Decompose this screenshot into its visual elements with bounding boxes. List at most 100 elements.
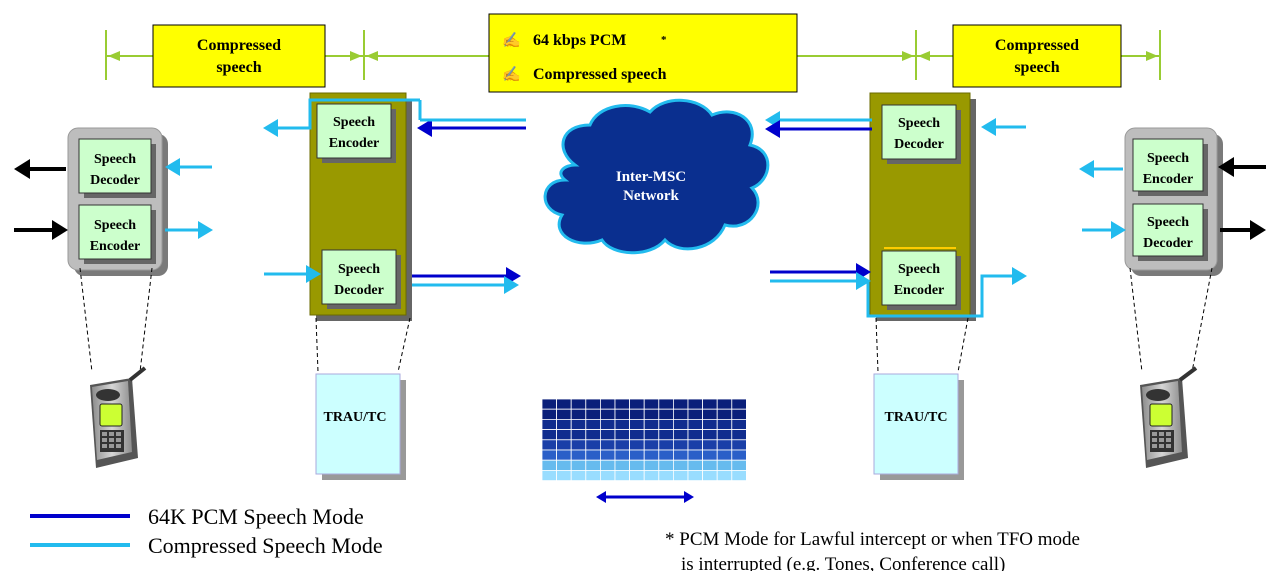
grid-cell <box>629 469 645 481</box>
left-trau-tc: TRAU/TC <box>315 373 406 480</box>
grid-cell <box>716 398 733 410</box>
grid-cell <box>658 449 674 461</box>
left-msc-compressed-out-arrow <box>263 98 420 137</box>
grid-cell <box>716 439 733 451</box>
grid-cell <box>614 398 631 410</box>
center-line1: 64 kbps PCM <box>533 32 626 49</box>
left-handset-codec: Speech Decoder Speech Encoder <box>67 127 168 276</box>
grid-cell <box>658 439 674 451</box>
right-trau-dashed-1 <box>875 317 879 373</box>
grid-cell <box>702 398 718 410</box>
center-line1-star: * <box>661 34 667 46</box>
grid-cell <box>716 418 733 430</box>
grid-cell <box>731 469 747 481</box>
grid-cell <box>673 408 689 420</box>
grid-cell <box>731 418 747 430</box>
left-trau-dashed-1 <box>315 317 319 373</box>
grid-cell <box>673 418 689 430</box>
grid-cell <box>658 429 674 441</box>
legend-pcm-label: 64K PCM Speech Mode <box>148 504 364 529</box>
grid-cell <box>556 469 572 481</box>
left-mobile-phone-icon <box>90 366 147 468</box>
left-msc-decoder-line2: Decoder <box>334 283 384 298</box>
grid-cell <box>731 398 747 410</box>
grid-cell <box>702 439 718 451</box>
grid-cell <box>643 439 660 451</box>
grid-cell <box>629 408 645 420</box>
grid-cell <box>673 439 689 451</box>
right-compressed-label: Compressed speech <box>952 24 1122 88</box>
grid-cell <box>731 408 747 420</box>
grid-cell <box>570 418 587 430</box>
grid-cell <box>687 398 704 410</box>
grid-cell <box>600 449 616 461</box>
grid-cell <box>673 429 689 441</box>
grid-cell <box>643 398 660 410</box>
grid-cell <box>658 459 674 471</box>
inter-msc-network-cloud: Inter-MSC Network <box>543 98 770 255</box>
grid-cell <box>687 418 704 430</box>
grid-cell <box>585 459 601 471</box>
right-msc-rack: Speech Decoder Speech Encoder <box>869 92 976 321</box>
grid-cell <box>643 408 660 420</box>
right-handset-encoder-line1: Speech <box>1147 151 1189 166</box>
right-handset-dashed-1 <box>1129 267 1143 373</box>
left-compressed-line1: Compressed <box>197 37 281 54</box>
footnote-line2: is interrupted (e.g. Tones, Conference c… <box>681 554 1005 571</box>
grid-cell <box>629 398 645 410</box>
grid-cell <box>585 449 601 461</box>
right-compressed-line2: speech <box>1014 59 1059 76</box>
right-handset-decoder-line2: Decoder <box>1143 236 1193 251</box>
right-msc-compressed-out-right-arrow <box>866 267 1027 318</box>
left-compressed-label: Compressed speech <box>152 24 326 88</box>
grid-cell <box>673 398 689 410</box>
footnote-line1: * PCM Mode for Lawful intercept or when … <box>665 529 1080 550</box>
grid-arrow-left-head <box>596 491 606 503</box>
grid-cell <box>702 418 718 430</box>
grid-cell <box>702 408 718 420</box>
grid-cell <box>629 439 645 451</box>
left-trau-label: TRAU/TC <box>323 410 386 425</box>
grid-cell <box>541 449 558 461</box>
cloud-line1: Inter-MSC <box>616 169 686 185</box>
center-line2: Compressed speech <box>533 66 667 83</box>
grid-cell <box>643 418 660 430</box>
grid-cell <box>731 429 747 441</box>
grid-cell <box>702 459 718 471</box>
grid-cell <box>716 469 733 481</box>
grid-cell <box>585 408 601 420</box>
grid-cell <box>731 439 747 451</box>
grid-cell <box>629 418 645 430</box>
center-mode-label: ✍ 64 kbps PCM * ✍ Compressed speech <box>488 13 798 93</box>
grid-cell <box>585 469 601 481</box>
right-msc-encoder-line1: Speech <box>898 262 940 277</box>
grid-cell <box>556 439 572 451</box>
grid-cell <box>614 449 631 461</box>
legend-compressed-label: Compressed Speech Mode <box>148 533 383 558</box>
grid-cell <box>673 459 689 471</box>
grid-cell <box>702 449 718 461</box>
grid-cell <box>541 408 558 420</box>
grid-cell <box>629 449 645 461</box>
grid-cell <box>731 459 747 471</box>
grid-cell <box>614 429 631 441</box>
right-mobile-phone-icon <box>1140 366 1198 468</box>
right-trau-label: TRAU/TC <box>884 410 947 425</box>
grid-cell <box>600 418 616 430</box>
grid-cell <box>687 439 704 451</box>
grid-cell <box>570 459 587 471</box>
grid-cell <box>687 429 704 441</box>
right-trau-tc: TRAU/TC <box>873 373 964 480</box>
grid-cell <box>643 429 660 441</box>
grid-cell <box>629 459 645 471</box>
grid-cell <box>716 449 733 461</box>
right-msc-decoder-line2: Decoder <box>894 137 944 152</box>
grid-cell <box>585 398 601 410</box>
left-trau-dashed-2 <box>397 317 411 373</box>
left-msc-encoder-line2: Encoder <box>329 136 380 151</box>
grid-cell <box>687 449 704 461</box>
grid-cell <box>541 459 558 471</box>
grid-cell <box>570 429 587 441</box>
grid-cell <box>556 459 572 471</box>
grid-cell <box>614 459 631 471</box>
